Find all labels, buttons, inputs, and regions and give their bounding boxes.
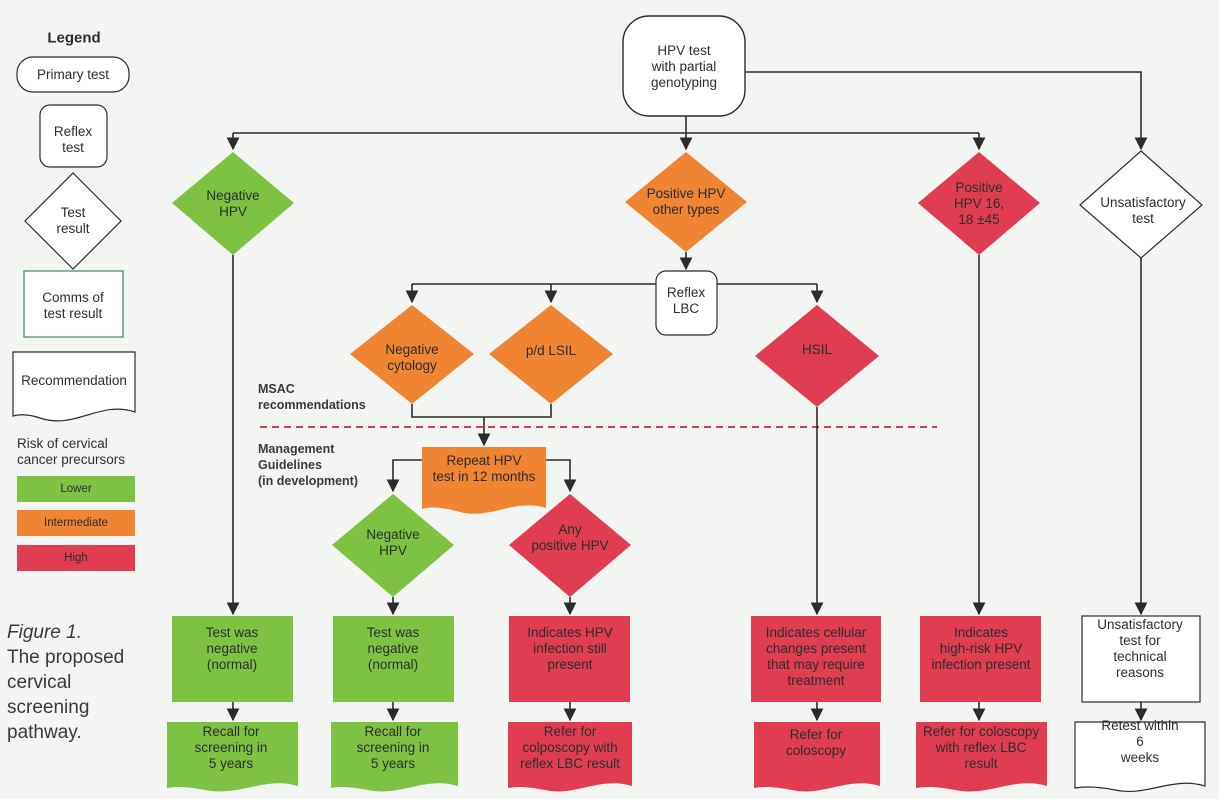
- retest-label: Retest within 6 weeks: [1101, 718, 1179, 765]
- negative-hpv-label: Negative HPV: [206, 188, 260, 219]
- infection-present-label: Indicates HPV infection still present: [527, 625, 613, 672]
- refer-coloscopy-node: [754, 722, 880, 792]
- legend-reflex-test-shape: [39, 104, 108, 168]
- risk-intermediate-swatch: Intermediate: [17, 510, 135, 536]
- hpv-test-label: HPV test with partial genotyping: [650, 43, 718, 90]
- figure-number: Figure 1.: [7, 622, 82, 643]
- legend-primary-test-shape: [16, 56, 130, 93]
- legend-test-result-label: Test result: [56, 205, 90, 236]
- refer-colposcopy-lbc-node: [508, 722, 632, 792]
- any-positive-label: Any positive HPV: [531, 522, 609, 553]
- unsatisfactory-reasons-box: [1081, 615, 1201, 703]
- recall-1-label: Recall for screening in 5 years: [194, 724, 268, 771]
- recall-2-label: Recall for screening in 5 years: [356, 724, 430, 771]
- positive-other-label: Positive HPV other types: [646, 186, 726, 217]
- hpv-test-node: [622, 15, 746, 117]
- risk-legend-title: Risk of cervical cancer precursors: [17, 436, 126, 467]
- pd-lsil-label: p/d LSIL: [525, 343, 577, 358]
- figure-caption: Figure 1. The proposed cervical screenin…: [7, 620, 124, 745]
- refer-coloscopy-lbc-node: [916, 722, 1047, 792]
- any-positive-diamond: [509, 494, 631, 597]
- test-negative-2-box: [333, 616, 454, 702]
- repeat-hpv-node: [422, 447, 546, 514]
- test-negative-1-box: [172, 616, 293, 702]
- recall-1-node: [167, 722, 298, 792]
- unsatisfactory-diamond: [1079, 150, 1203, 259]
- repeat-hpv-label: Repeat HPV test in 12 months: [432, 453, 536, 484]
- legend-title: Legend: [47, 29, 101, 47]
- legend-reflex-test-label: Reflex test: [53, 124, 93, 155]
- figure-description: The proposed cervical screening pathway.: [7, 647, 125, 743]
- test-negative-1-label: Test was negative (normal): [205, 625, 259, 672]
- msac-label: MSAC recommendations: [258, 382, 366, 412]
- refer-coloscopy-label: Refer for coloscopy: [785, 727, 847, 758]
- cellular-changes-box: [751, 616, 881, 702]
- hsil-diamond: [755, 305, 879, 407]
- management-label: Management Guidelines (in development): [258, 442, 359, 488]
- unsatisfactory-reasons-label: Unsatisfactory test for technical reason…: [1097, 617, 1183, 680]
- reflex-lbc-node: [655, 270, 718, 336]
- recall-2-node: [331, 722, 458, 792]
- risk-high-swatch: High: [17, 545, 135, 571]
- pd-lsil-diamond: [489, 305, 613, 404]
- cellular-changes-label: Indicates cellular changes present that …: [765, 625, 867, 688]
- negative-hpv-diamond: [172, 152, 294, 255]
- legend-test-result-shape: [24, 172, 122, 270]
- hsil-label: HSIL: [801, 342, 833, 357]
- connector: [411, 404, 552, 418]
- legend-comms-label: Comms of test result: [42, 290, 104, 321]
- negative-cytology-label: Negative cytology: [385, 342, 439, 373]
- risk-lower-swatch: Lower: [17, 476, 135, 502]
- retest-node: [1074, 721, 1206, 792]
- connector: [386, 459, 425, 493]
- positive-16-18-label: Positive HPV 16, 18 ±45: [953, 180, 1005, 227]
- negative-cytology-diamond: [350, 305, 474, 404]
- infection-present-box: [509, 616, 630, 702]
- test-negative-2-label: Test was negative (normal): [366, 625, 420, 672]
- negative-hpv-2-label: Negative HPV: [366, 527, 420, 558]
- legend-primary-test-label: Primary test: [36, 67, 110, 82]
- connector: [543, 459, 577, 493]
- high-risk-infection-box: [920, 616, 1041, 702]
- legend-recommendation-label: Recommendation: [21, 373, 127, 388]
- unsatisfactory-label: Unsatisfactory test: [1100, 195, 1186, 226]
- positive-16-18-diamond: [918, 152, 1040, 255]
- positive-other-diamond: [625, 152, 747, 252]
- legend-recommendation-shape: [12, 351, 136, 422]
- reflex-lbc-label: Reflex LBC: [666, 285, 706, 316]
- connector: [745, 71, 1148, 151]
- refer-coloscopy-lbc-label: Refer for coloscopy with reflex LBC resu…: [922, 724, 1040, 771]
- high-risk-infection-label: Indicates high-risk HPV infection presen…: [931, 625, 1031, 672]
- negative-hpv-2-diamond: [332, 494, 454, 597]
- refer-colposcopy-lbc-label: Refer for colposcopy with reflex LBC res…: [520, 724, 620, 771]
- legend-comms-shape: [23, 270, 124, 338]
